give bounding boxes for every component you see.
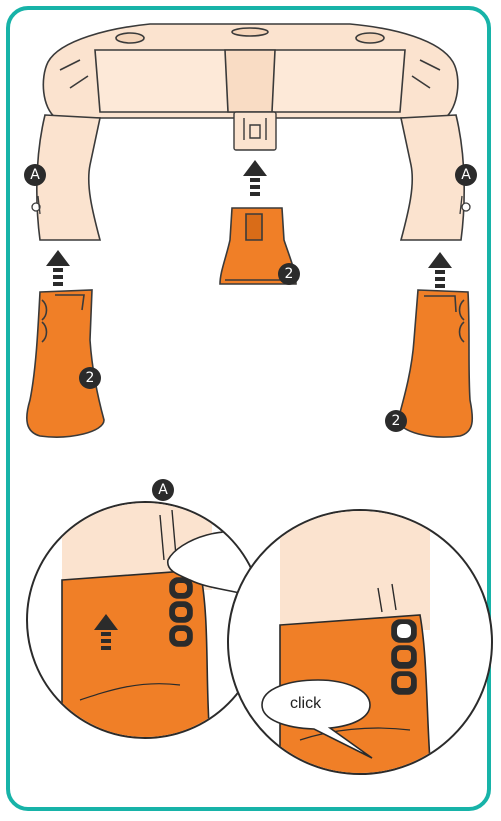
arrow-up-right bbox=[428, 252, 452, 288]
marker-2-center: 2 bbox=[278, 263, 300, 285]
seat-body bbox=[43, 24, 458, 118]
marker-a-detail: A bbox=[152, 479, 174, 501]
marker-2-right: 2 bbox=[385, 410, 407, 432]
arrow-up-left bbox=[46, 250, 70, 286]
marker-a-left: A bbox=[24, 164, 46, 186]
center-connector bbox=[234, 112, 276, 150]
marker-2-left: 2 bbox=[79, 367, 101, 389]
detail-circle-insert bbox=[27, 480, 263, 740]
arrow-up-center bbox=[243, 160, 267, 196]
leg-cover-right bbox=[398, 290, 472, 437]
detail-circle-click bbox=[228, 510, 492, 790]
click-label: click bbox=[290, 695, 321, 713]
marker-a-right: A bbox=[455, 164, 477, 186]
left-leg bbox=[37, 115, 100, 240]
leg-cover-left bbox=[27, 290, 104, 437]
